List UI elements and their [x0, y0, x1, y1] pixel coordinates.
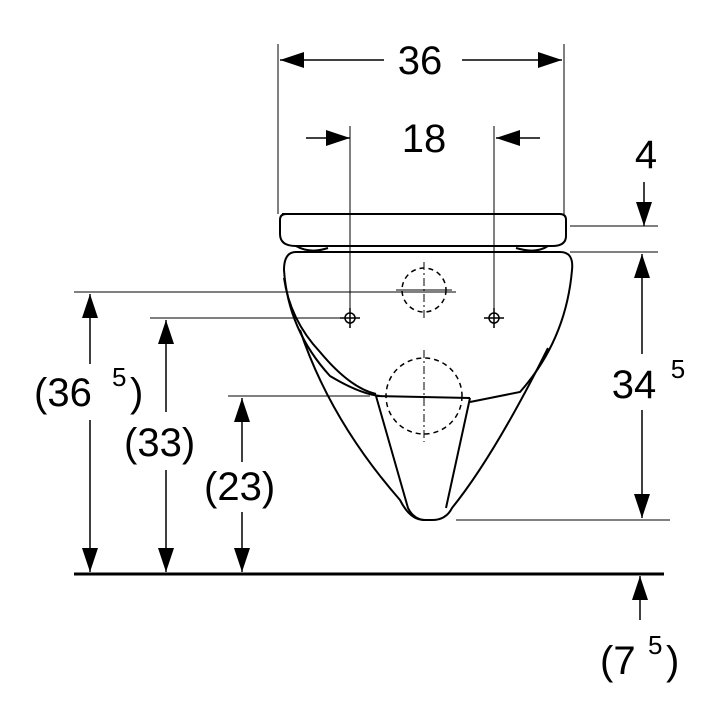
dim-label-floor-offset: (7 [600, 639, 636, 683]
dim-label-fixing-height: (33) [124, 421, 195, 465]
dim-label-overall-height-sup: 5 [112, 362, 126, 392]
dim-label-seat-thickness: 4 [635, 133, 657, 177]
dim-label-floor-offset-sup: 5 [648, 630, 662, 660]
fixing-point-right [484, 308, 504, 328]
dim-label-overall-height-close: ) [130, 371, 143, 415]
dim-label-top-width: 36 [398, 39, 443, 83]
dim-label-floor-offset-close: ) [666, 639, 679, 683]
toilet-bowl [282, 251, 574, 521]
dim-label-overall-height: (36 [34, 371, 92, 415]
dim-label-outlet-height: (23) [204, 465, 275, 509]
extension-lines [74, 44, 670, 521]
fixing-point-left [340, 308, 360, 328]
centerlines [396, 262, 452, 442]
dim-label-bowl-height: 34 [612, 363, 657, 407]
toilet-seat [279, 213, 567, 252]
dim-label-bowl-height-sup: 5 [671, 354, 685, 384]
dim-label-fixing-spacing: 18 [402, 117, 447, 161]
